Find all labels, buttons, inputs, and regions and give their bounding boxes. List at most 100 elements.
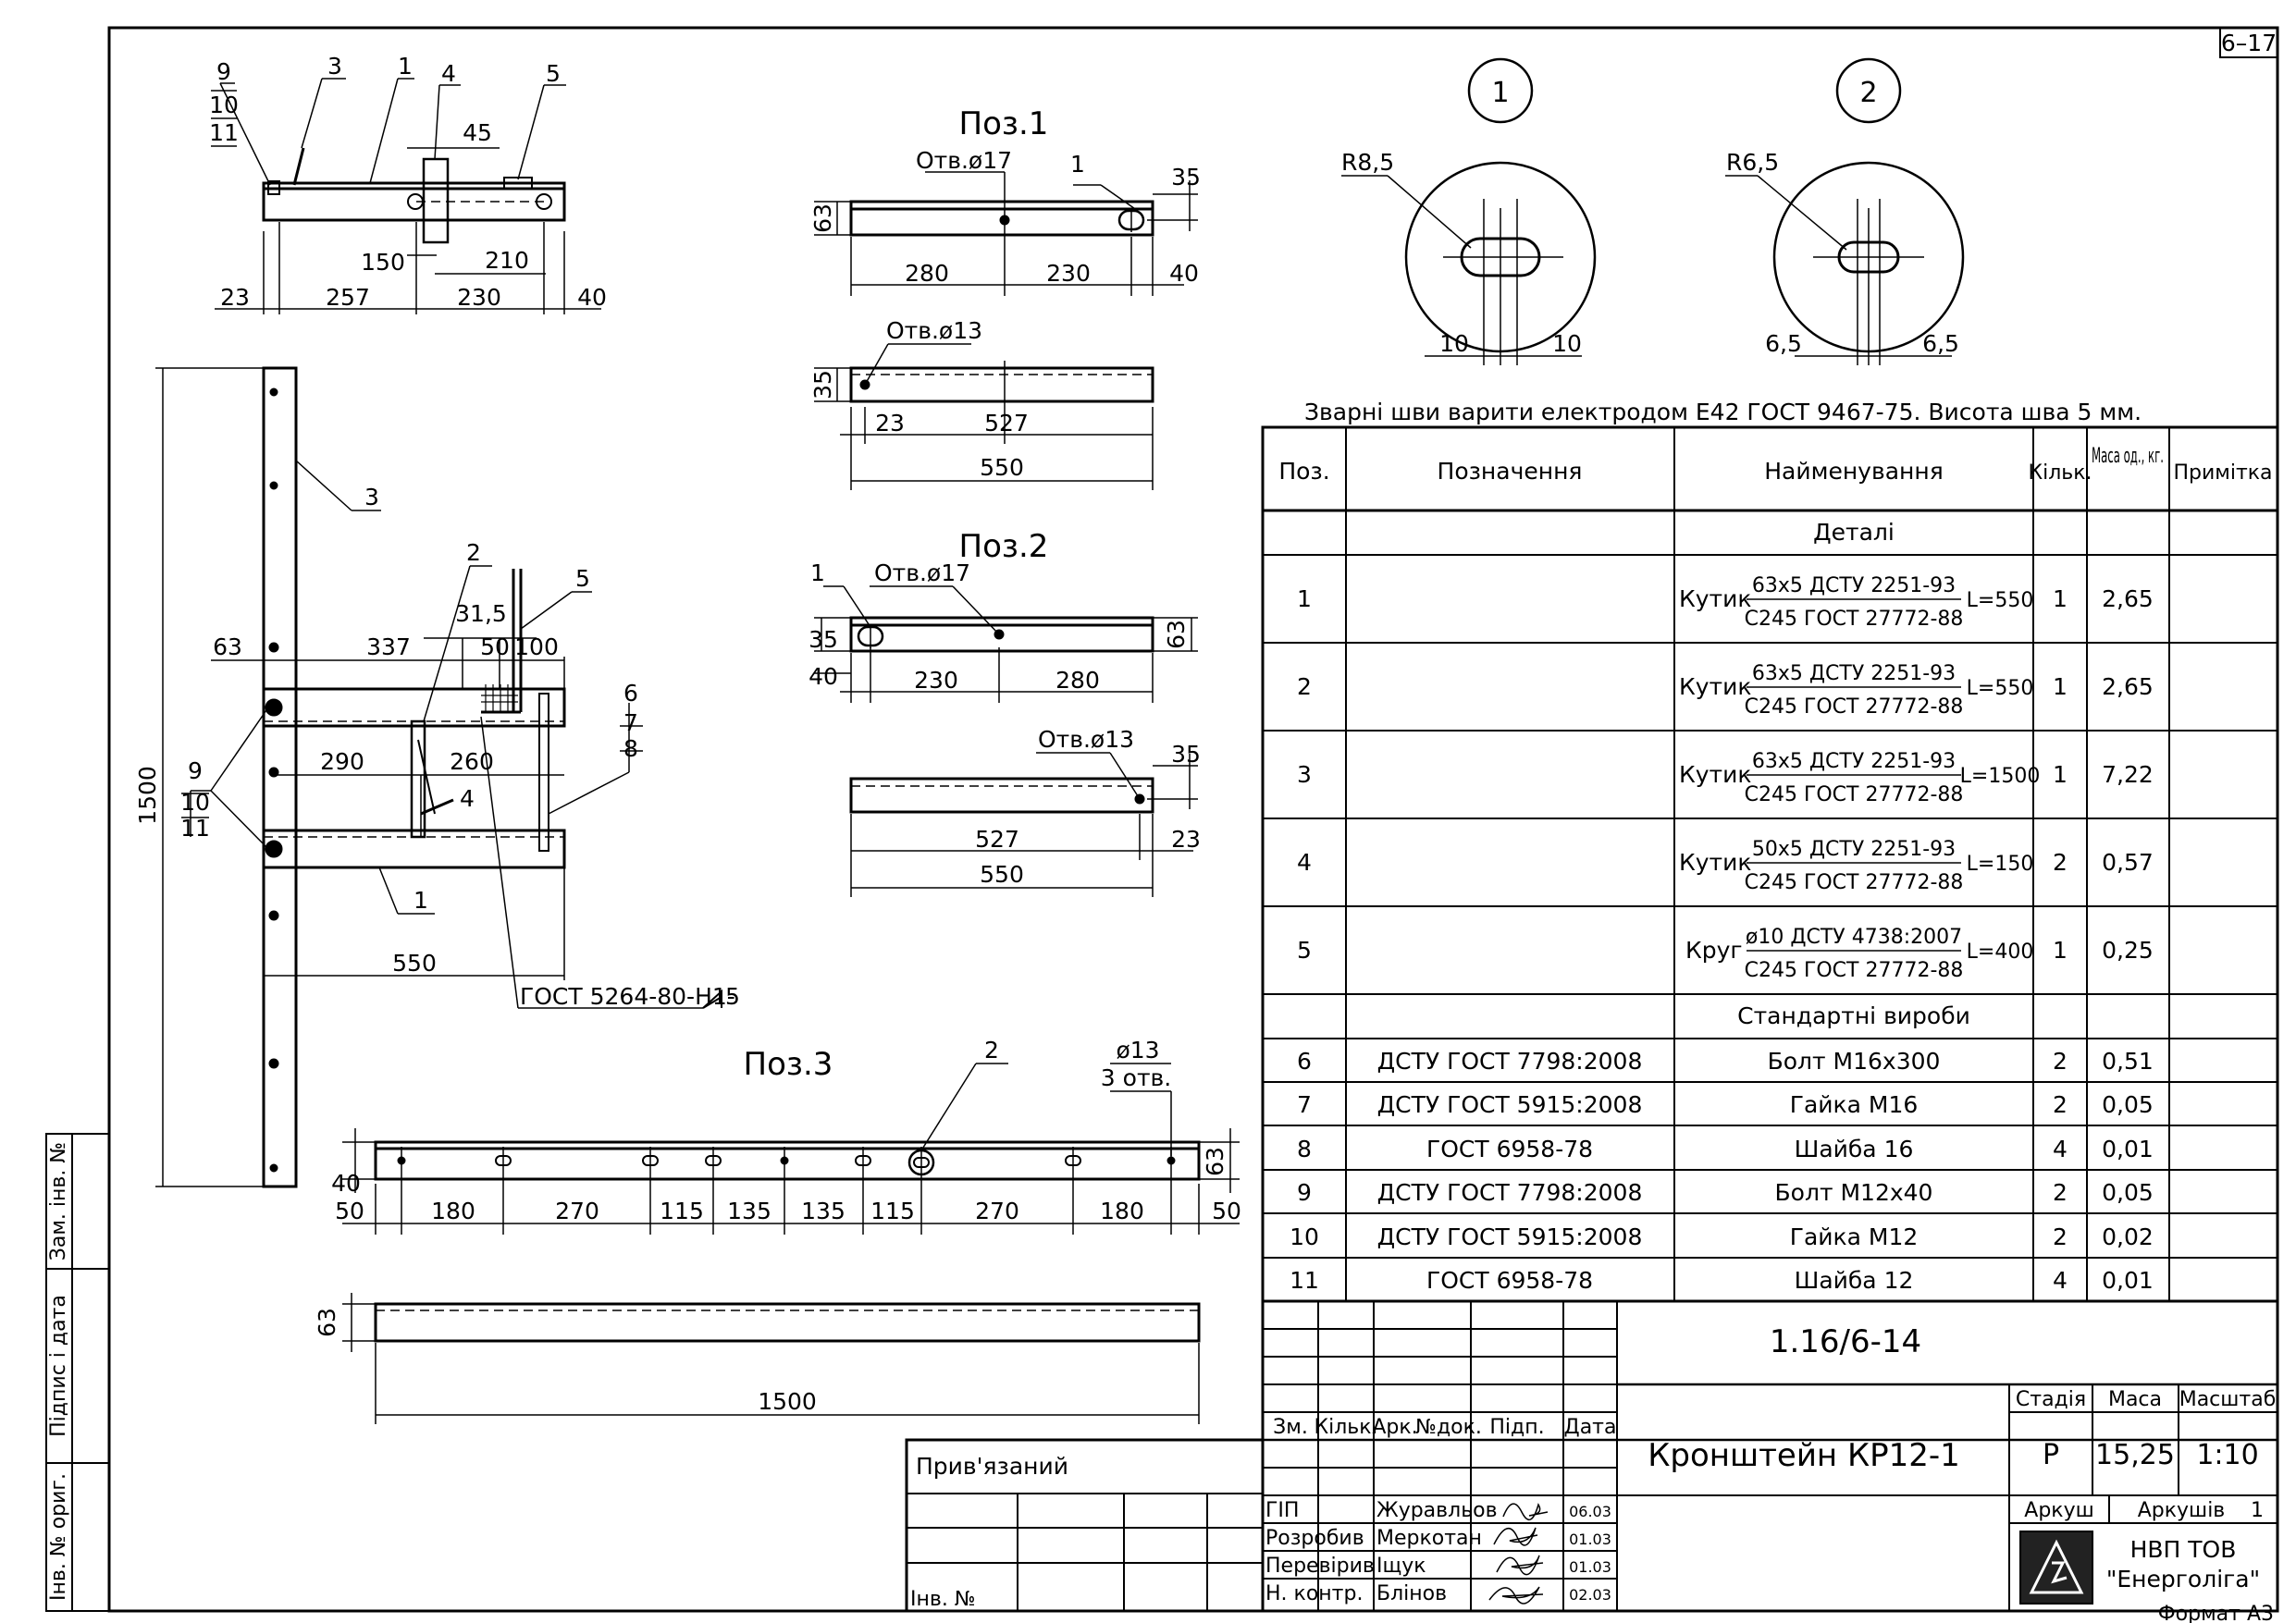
weld-note: Зварні шви варити електродом Е42 ГОСТ 94… xyxy=(1304,399,2142,425)
title-block: 1.16/6-14 Кронштейн КР12-1 Зм. Кільк. Ар… xyxy=(905,1299,2279,1613)
title-col-change: Зм. xyxy=(1273,1416,1308,1439)
callout-8-front: 8 xyxy=(623,735,638,762)
weld-leg: 5 xyxy=(725,983,740,1010)
detail1-dim-left: 10 xyxy=(1439,330,1469,357)
detail1-dim-right: 10 xyxy=(1552,330,1582,357)
spec-detail-steel: С245 ГОСТ 27772-88 xyxy=(1745,695,1964,719)
spec-standard-pos: 11 xyxy=(1290,1267,1319,1294)
spec-standard-pos: 9 xyxy=(1297,1179,1312,1206)
poz3-dim-1500: 1500 xyxy=(758,1388,817,1415)
signature-marks xyxy=(1488,1503,1549,1605)
title-date: 06.03 xyxy=(1569,1503,1611,1520)
spec-detail-length: L=400 xyxy=(1967,941,2034,964)
spec-detail-mass: 0,57 xyxy=(2102,849,2154,876)
callout-7-front: 7 xyxy=(623,709,638,736)
dim-23-top: 23 xyxy=(220,284,250,311)
poz3-dim-180-left: 180 xyxy=(431,1198,475,1224)
title-col-signature: Підп. xyxy=(1489,1416,1544,1439)
format-label: Формат А3 xyxy=(2158,1603,2274,1623)
title-stage: Р xyxy=(2043,1439,2059,1471)
callout-11-front: 11 xyxy=(180,815,210,842)
poz1-dim-23: 23 xyxy=(875,410,905,436)
spec-detail-steel: С245 ГОСТ 27772-88 xyxy=(1745,783,1964,806)
callout-4-top: 4 xyxy=(441,60,456,87)
title-mass-label: Маса xyxy=(2108,1388,2162,1411)
spec-detail-row: 5 Круг ø10 ДСТУ 4738:2007 С245 ГОСТ 2777… xyxy=(1297,926,2154,982)
title-role-row: Розробив Меркотан 01.03 xyxy=(1265,1527,1611,1550)
poz2-hole13: Отв.ø13 xyxy=(1038,726,1134,753)
title-person: Меркотан xyxy=(1376,1527,1482,1550)
poz3-hole-count: 3 отв. xyxy=(1101,1064,1171,1091)
spec-standard-row: 11 ГОСТ 6958-78 Шайба 12 4 0,01 xyxy=(1290,1267,2154,1294)
assembly-top-labels: 9 10 11 3 1 4 5 45 150 210 23 257 230 40 xyxy=(209,53,607,311)
detail1-number: 1 xyxy=(1491,77,1509,109)
callout-5-top: 5 xyxy=(546,60,561,87)
poz3-views xyxy=(342,1063,1240,1424)
spec-detail-mass: 2,65 xyxy=(2102,673,2154,700)
callout-3-top: 3 xyxy=(327,53,342,80)
poz2-hole17: Отв.ø17 xyxy=(874,559,970,586)
weld-standard: ГОСТ 5264-80-Н1- xyxy=(520,983,735,1010)
title-role-row: Н. контр. Блінов 02.03 xyxy=(1265,1582,1611,1605)
sheet-code: 6–17 xyxy=(2221,30,2277,56)
spec-standard-mass: 0,01 xyxy=(2102,1267,2154,1294)
spec-detail-pos: 2 xyxy=(1297,673,1312,700)
spec-detail-qty: 2 xyxy=(2053,849,2068,876)
title-col-qty: Кільк. xyxy=(1314,1416,1377,1439)
spec-detail-kind: Круг xyxy=(1685,937,1743,964)
side-stamp-signature: Підпис і дата xyxy=(47,1295,70,1437)
detail1-radius: R8,5 xyxy=(1341,149,1394,176)
dim-40-top: 40 xyxy=(577,284,607,311)
spec-detail-steel: С245 ГОСТ 27772-88 xyxy=(1745,871,1964,894)
spec-detail-profile: 63х5 ДСТУ 2251-93 xyxy=(1752,662,1956,685)
spec-standard-designation: ДСТУ ГОСТ 5915:2008 xyxy=(1377,1091,1643,1118)
spec-header-qty: Кільк. xyxy=(2028,461,2092,485)
title-date: 02.03 xyxy=(1569,1586,1611,1604)
side-stamp-inv-orig: Інв. № ориг. xyxy=(47,1473,70,1601)
title-role: Розробив xyxy=(1265,1527,1364,1550)
spec-standard-row: 8 ГОСТ 6958-78 Шайба 16 4 0,01 xyxy=(1297,1136,2154,1162)
poz3-title: Поз.3 xyxy=(744,1046,833,1083)
spec-detail-row: 4 Кутик 50х5 ДСТУ 2251-93 С245 ГОСТ 2777… xyxy=(1297,838,2154,894)
poz1-dim-35-top: 35 xyxy=(1171,164,1201,191)
dim-550-front: 550 xyxy=(392,950,437,977)
spec-header-designation: Позначення xyxy=(1438,458,1583,485)
spec-detail-steel: С245 ГОСТ 27772-88 xyxy=(1745,959,1964,982)
poz3-dim-270-right: 270 xyxy=(975,1198,1019,1224)
spec-detail-length: L=550 xyxy=(1967,589,2034,612)
poz3-dim-115-right: 115 xyxy=(870,1198,915,1224)
poz3-dim-40: 40 xyxy=(331,1170,361,1197)
spec-detail-row: 3 Кутик 63х5 ДСТУ 2251-93 С245 ГОСТ 2777… xyxy=(1297,750,2154,806)
dim-230-top: 230 xyxy=(457,284,501,311)
spec-group-standard: Стандартні вироби xyxy=(1737,1002,1970,1029)
side-stamp-replaced-inv: Зам. інв. № xyxy=(47,1142,70,1261)
spec-standard-designation: ГОСТ 6958-78 xyxy=(1426,1136,1593,1162)
spec-detail-mass: 7,22 xyxy=(2102,761,2154,788)
spec-detail-qty: 1 xyxy=(2053,761,2068,788)
dim-337-front: 337 xyxy=(366,633,411,660)
spec-standard-name: Шайба 12 xyxy=(1795,1267,1914,1294)
poz3-dim-135-left: 135 xyxy=(727,1198,772,1224)
spec-detail-profile: 63х5 ДСТУ 2251-93 xyxy=(1752,750,1956,773)
poz3-dim-63-side: 63 xyxy=(314,1308,340,1337)
spec-standard-pos: 10 xyxy=(1290,1223,1319,1250)
spec-detail-length: L=1500 xyxy=(1960,765,2041,788)
poz1-dim-63: 63 xyxy=(809,203,836,233)
title-doc-code: 1.16/6-14 xyxy=(1770,1323,1921,1360)
poz2-dim-63: 63 xyxy=(1163,620,1190,649)
callout-1-top: 1 xyxy=(398,53,413,80)
dim-290-front: 290 xyxy=(320,748,364,775)
title-col-sheet: Арк. xyxy=(1372,1416,1417,1439)
poz2-callout: 1 xyxy=(810,559,825,586)
poz1-callout: 1 xyxy=(1070,151,1085,178)
spec-standard-pos: 6 xyxy=(1297,1048,1312,1075)
assembly-top-view xyxy=(215,78,601,314)
poz2-dim-280: 280 xyxy=(1055,667,1100,694)
title-stage-label: Стадія xyxy=(2016,1388,2086,1411)
poz3-callout: 2 xyxy=(984,1037,999,1064)
title-date: 01.03 xyxy=(1569,1558,1611,1576)
spec-detail-steel: С245 ГОСТ 27772-88 xyxy=(1745,608,1964,631)
callout-4-front: 4 xyxy=(460,785,475,812)
spec-detail-qty: 1 xyxy=(2053,937,2068,964)
